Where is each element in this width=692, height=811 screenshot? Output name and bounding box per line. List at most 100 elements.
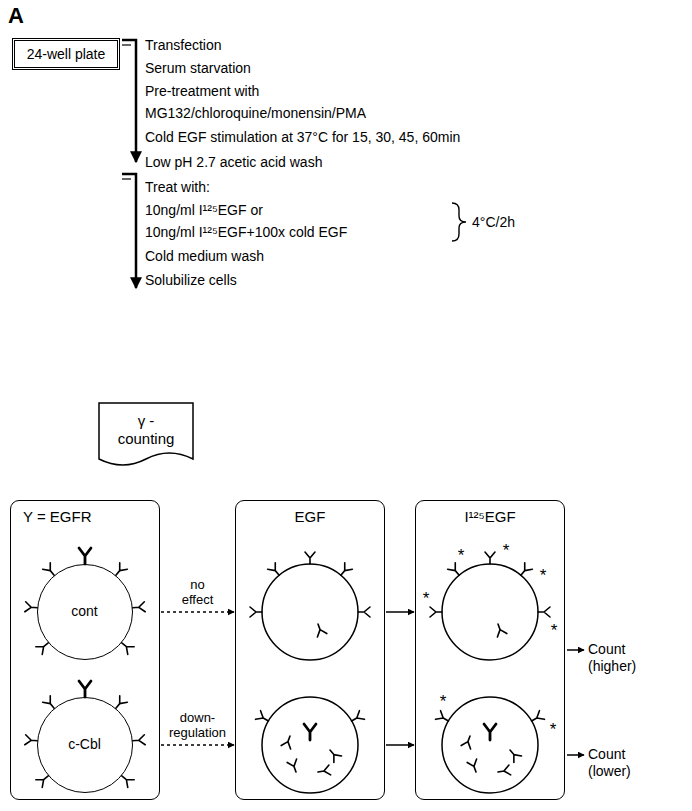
receptor-symbol [79,681,91,697]
result-arrow [567,754,584,756]
cell-circle: c-Cbl [37,697,133,793]
panel-heading: EGF [236,508,384,526]
curly-brace [452,203,466,241]
receptor-symbol [287,759,301,774]
label-asterisk: * [423,590,430,607]
protocol-step: 10ng/ml I¹²⁵EGF+100x cold EGF [145,224,347,241]
cell-circle [262,564,358,660]
protocol-step: Cold EGF stimulation at 37°C for 15, 30,… [145,129,460,146]
receptor-symbol [132,735,145,746]
receptor-symbol [25,735,38,746]
edge-label: no effect [182,577,214,607]
receptors [25,548,550,787]
cells [262,564,538,793]
receptor-symbol [484,724,496,740]
label-asterisk: * [503,542,510,559]
label-asterisk: * [540,567,547,584]
receptor-symbol [250,607,262,617]
panel-box: EGF [235,500,385,800]
bracket-tick [122,44,131,45]
receptor-symbol [36,772,52,787]
receptor-symbol [112,563,127,579]
protocol-step: Low pH 2.7 acetic acid wash [145,154,322,171]
edge-label: down- regulation [169,710,226,740]
receptor-symbol [268,563,283,579]
document-shape: γ - counting [98,402,194,470]
cell-circle [442,564,538,660]
receptor-symbol [305,552,315,564]
receptor-symbol [119,639,135,654]
solid-arrow [386,611,414,613]
receptor-symbol [337,563,352,579]
dotted-arrow [161,611,234,613]
node-text: γ - counting [108,412,184,448]
result-arrow [567,649,584,651]
panel-letter: A [8,3,24,29]
solid-arrow [386,744,414,746]
condition-note: 4°C/2h [472,214,515,231]
receptor-symbol [112,696,127,712]
panel-box: Y = EGFR cont c-Cbl [10,500,160,800]
step-arrow [122,174,136,288]
receptor-symbol [36,639,52,654]
cell-circle: cont [37,564,133,660]
protocol-step: MG132/chloroquine/monensin/PMA [145,105,366,122]
receptor-symbol [485,552,495,564]
receptor-symbol [281,734,295,749]
receptor-symbol [349,711,364,726]
connectors [161,612,414,745]
panel-box: I¹²⁵EGF [415,500,565,800]
protocol-brackets [122,40,466,288]
protocol-step: Pre-treatment with [145,83,259,100]
bracket-tick [122,178,131,179]
receptor-symbol [358,607,370,617]
receptor-symbol [256,711,271,726]
label-asterisk: * [458,547,465,564]
protocol-step: Transfection [145,37,222,54]
protocol-step: Serum starvation [145,60,251,77]
receptor-symbol [529,711,544,726]
node-text: c-Cbl [68,736,101,753]
label-asterisk: * [550,721,557,738]
receptor-symbol [436,711,451,726]
cell-circle [442,697,538,793]
receptor-symbol [43,696,58,712]
dotted-arrow [161,744,234,746]
receptor-symbol [43,563,58,579]
protocol-step: Treat with: [145,179,210,196]
receptor-symbol [461,734,475,749]
receptor-symbol [506,747,521,763]
protocol-step: Solubilize cells [145,272,237,289]
count-arrows [567,650,584,755]
receptor-symbol [79,548,91,564]
receptor-symbol [313,622,327,637]
receptor-symbol [517,563,532,579]
protocol-step: Cold medium wash [145,248,264,265]
receptor-symbol [119,772,135,787]
receptor-symbol [430,607,442,617]
protocol-step: 10ng/ml I¹²⁵EGF or [145,202,263,219]
label-asterisk: * [440,693,447,710]
plate-box: 24-well plate [12,38,120,70]
receptor-symbol [317,765,331,777]
panel-heading: I¹²⁵EGF [416,508,564,526]
receptor-symbol [493,622,507,637]
document-outline [99,403,193,465]
step-arrow [122,40,136,162]
receptor-symbol [467,759,481,774]
node-text: cont [71,603,97,620]
receptor-symbol [132,602,145,613]
node-text: 24-well plate [27,46,106,63]
panel-heading: Y = EGFR [23,508,159,526]
receptor-symbol [25,602,38,613]
receptor-symbol [497,765,511,777]
receptor-symbol [448,563,463,579]
receptor-symbol [538,607,550,617]
result-label: Count (lower) [588,746,631,780]
label-asterisk: * [551,622,558,639]
receptor-symbol [326,747,341,763]
cell-circle [262,697,358,793]
result-label: Count (higher) [588,641,636,675]
receptor-symbol [304,724,316,740]
